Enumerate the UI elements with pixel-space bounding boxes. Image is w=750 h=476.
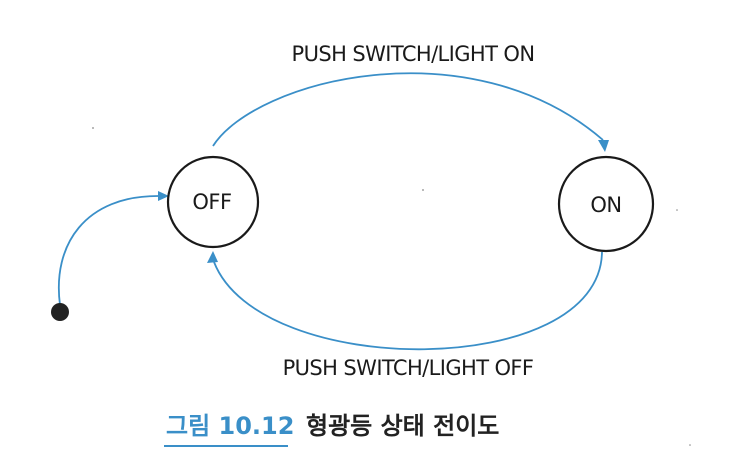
scan-speck [92,127,94,129]
transition-off-to-on-arc [212,72,604,147]
scan-speck [422,189,424,191]
figure-number: 그림 10.12 [166,412,294,440]
state-on-label: ON [590,193,621,217]
state-off-circle [166,155,260,249]
arrowhead-icon [598,140,609,152]
scan-speck [689,444,691,446]
arrowhead-icon [207,251,218,263]
transition-on-to-off-arc [213,251,603,351]
initial-transition-arc [58,195,161,306]
state-off-label: OFF [192,190,231,214]
arrowhead-icon [158,191,169,201]
initial-state-dot [51,303,69,321]
figure-title: 형광등 상태 전이도 [306,412,499,440]
state-on-circle [557,155,655,253]
transition-on-to-off-label: PUSH SWITCH/LIGHT OFF [283,356,534,380]
transition-off-to-on-label: PUSH SWITCH/LIGHT ON [292,42,535,66]
scan-speck [676,209,678,211]
